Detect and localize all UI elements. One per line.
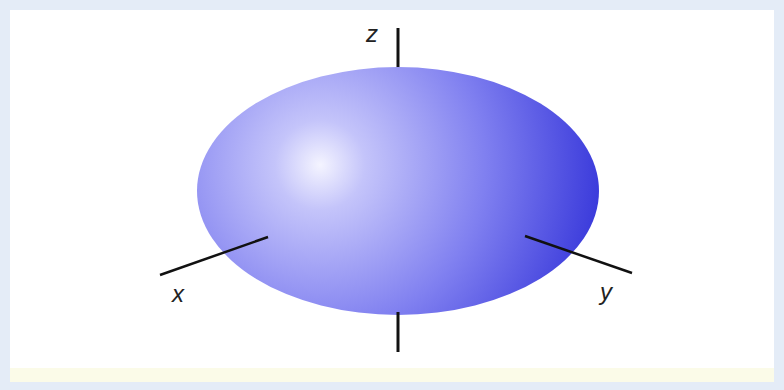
axis-label: z	[366, 22, 378, 46]
axis-label: x	[172, 282, 184, 306]
sphere	[197, 67, 599, 315]
z-axis-bottom	[397, 312, 400, 352]
axis-label: y	[600, 280, 612, 304]
y-axis	[525, 236, 632, 273]
bottom-strip	[10, 368, 774, 382]
x-axis	[160, 237, 268, 275]
